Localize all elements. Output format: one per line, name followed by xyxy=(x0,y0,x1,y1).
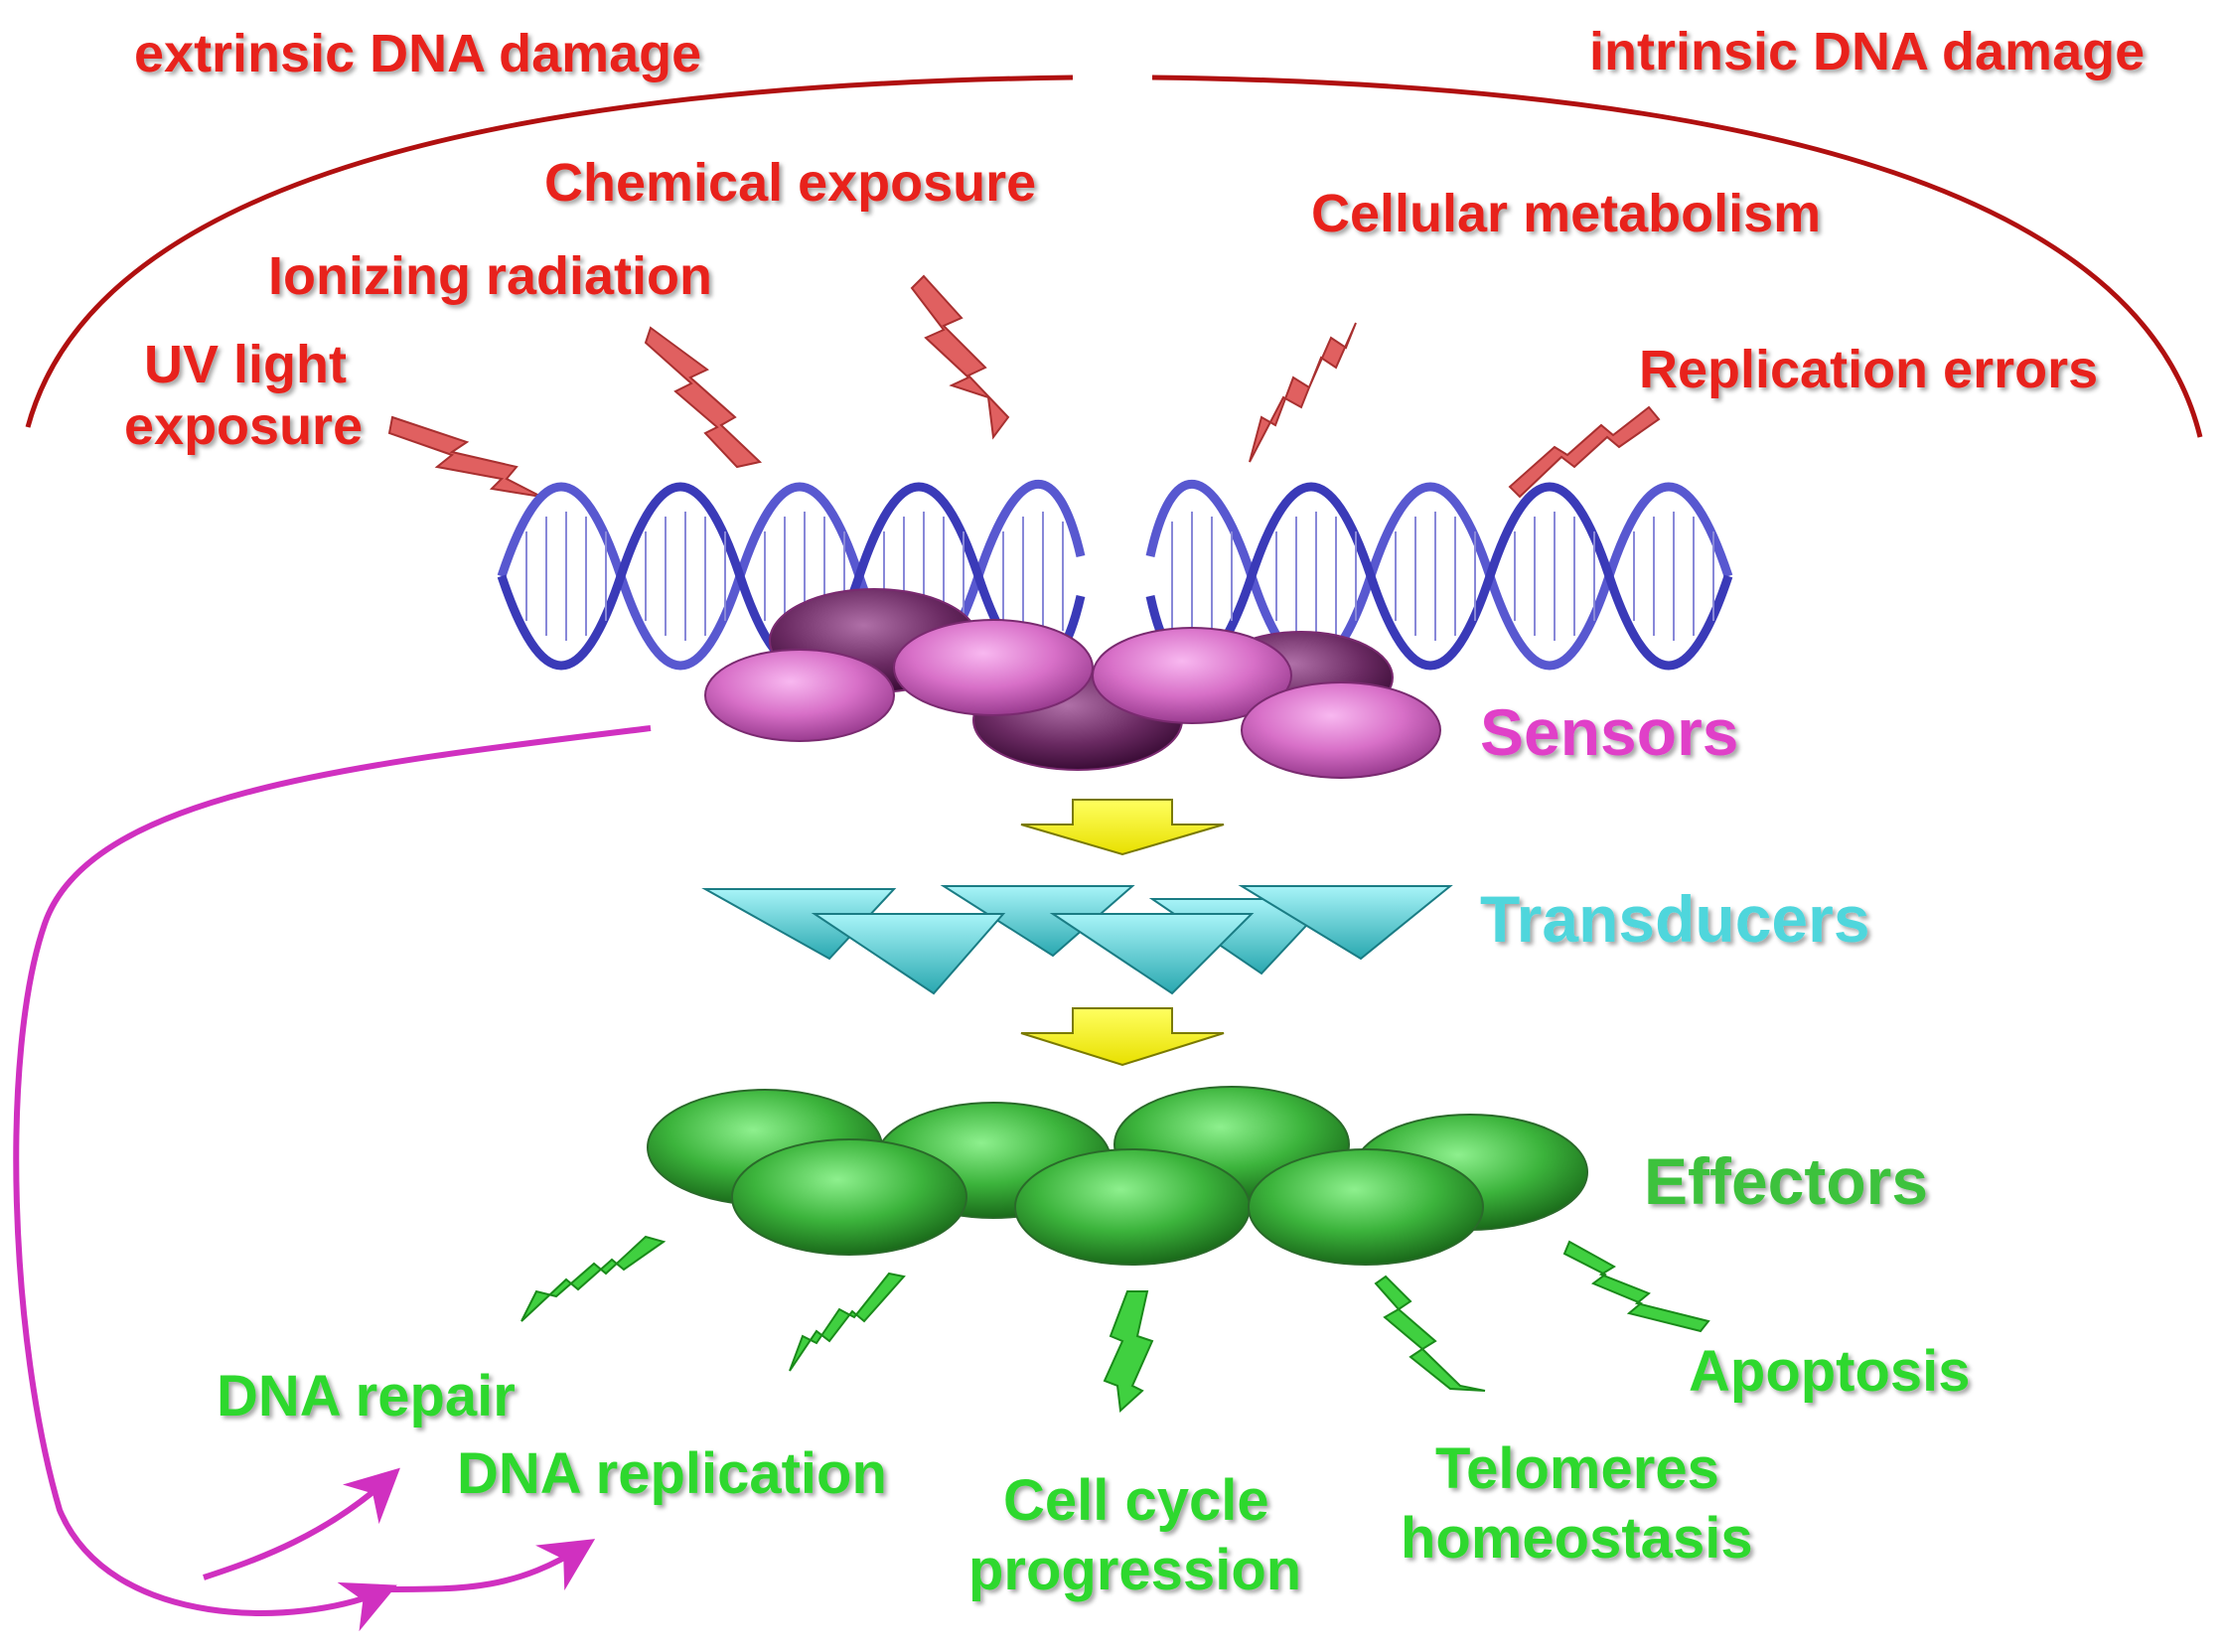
ionizing-radiation-label: Ionizing radiation xyxy=(268,246,712,306)
damage-bolt-chemical xyxy=(910,274,1010,440)
damage-bolt-uv xyxy=(387,415,542,498)
cellular-metabolism-label: Cellular metabolism xyxy=(1311,184,1821,243)
dna-repair-label: DNA repair xyxy=(217,1364,516,1428)
apoptosis-label: Apoptosis xyxy=(1689,1339,1971,1404)
uv-light-label-line1: UV light xyxy=(144,335,347,394)
sensors-label: Sensors xyxy=(1480,695,1738,769)
extrinsic-damage-label: extrinsic DNA damage xyxy=(134,24,701,83)
damage-bolt-ionizing xyxy=(644,326,763,469)
intrinsic-damage-label: intrinsic DNA damage xyxy=(1589,22,2145,81)
transducers-to-effectors-arrow xyxy=(1020,1007,1225,1067)
sensor-proteins xyxy=(704,588,1441,779)
dna-helix-right xyxy=(1145,479,1733,674)
uv-light-label-line2: exposure xyxy=(124,396,363,456)
effector-bolt-apoptosis xyxy=(1562,1240,1710,1333)
chemical-exposure-label: Chemical exposure xyxy=(544,153,1036,213)
sensor-feedback-arrows xyxy=(13,725,652,1632)
sensors-to-transducers-arrow xyxy=(1020,799,1225,856)
telomeres-label-line2: homeostasis xyxy=(1401,1506,1753,1571)
effector-bolt-dna-repair xyxy=(520,1235,667,1322)
extrinsic-damage-arc xyxy=(25,75,1074,428)
transducers-label: Transducers xyxy=(1480,882,1870,956)
intrinsic-damage-arc xyxy=(1151,75,2203,438)
cell-cycle-label-line1: Cell cycle xyxy=(1003,1468,1269,1533)
effector-proteins xyxy=(647,1086,1588,1266)
cell-cycle-label-line2: progression xyxy=(968,1538,1301,1602)
replication-errors-label: Replication errors xyxy=(1639,340,2098,399)
damage-bolt-replication xyxy=(1508,405,1661,499)
effector-bolt-dna-replication xyxy=(789,1272,906,1372)
effectors-label: Effectors xyxy=(1644,1144,1928,1218)
damage-bolt-metabolism xyxy=(1249,322,1357,463)
transducer-proteins xyxy=(701,885,1453,995)
dna-replication-label: DNA replication xyxy=(457,1441,887,1506)
effector-bolt-cell-cycle xyxy=(1103,1290,1154,1414)
telomeres-label-line1: Telomeres xyxy=(1435,1436,1719,1501)
effector-bolt-telomeres xyxy=(1374,1275,1486,1392)
